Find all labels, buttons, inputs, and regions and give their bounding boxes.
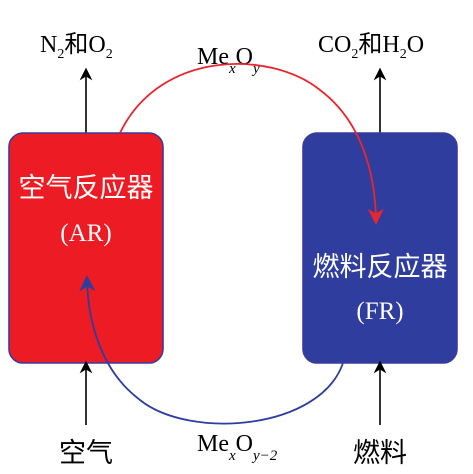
- air-reactor-title: 空气反应器: [19, 173, 154, 204]
- air-reactor-abbr: (AR): [60, 220, 111, 247]
- air-reactor-box: [8, 132, 164, 364]
- bottom-arc-label-base: Me: [197, 431, 229, 457]
- top-right-label-base: CO: [318, 32, 351, 58]
- top-left-label-sub1: 2: [57, 47, 64, 62]
- top-left-label: N2和O2: [40, 31, 113, 62]
- fuel-reactor-box: [302, 132, 458, 364]
- top-right-label-mid: 和H: [358, 31, 399, 58]
- bottom-right-label: 燃料: [353, 438, 407, 468]
- top-right-label-sub1: 2: [351, 47, 358, 62]
- top-left-label-base: N: [40, 32, 57, 58]
- bottom-left-label: 空气: [59, 438, 113, 468]
- top-left-label-sub2: 2: [106, 47, 113, 62]
- bottom-arc-label: MexOy−2: [197, 431, 278, 464]
- top-left-label-mid: 和O: [64, 31, 105, 58]
- top-arc-label: MexOy: [197, 44, 260, 77]
- top-right-label-sub2: 2: [400, 47, 407, 62]
- top-right-label-tail: O: [407, 32, 424, 58]
- fuel-reactor-abbr: (FR): [356, 298, 403, 325]
- bottom-arc-label-sub1: x: [228, 448, 236, 464]
- top-right-label: CO2和H2O: [318, 31, 424, 62]
- top-arc-label-mid: O: [236, 44, 253, 70]
- top-arc-arrow: [119, 63, 384, 225]
- bottom-arc-label-sub2: y−2: [251, 448, 278, 464]
- fuel-reactor-title: 燃料反应器: [313, 252, 448, 283]
- top-arc-label-sub1: x: [228, 61, 236, 77]
- bottom-arc-label-mid: O: [236, 431, 253, 457]
- bottom-arc-arrow: [79, 275, 344, 425]
- top-arc-label-sub2: y: [251, 61, 260, 77]
